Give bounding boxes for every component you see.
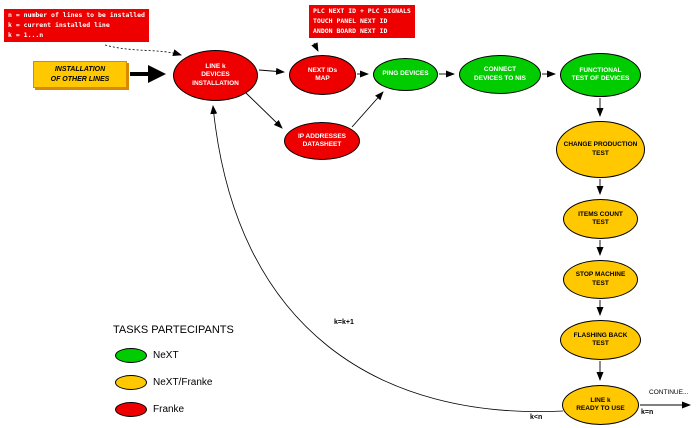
node-flashing-back-test: FLASHING BACK TEST [560,320,641,360]
edge-loop-back [210,105,564,413]
node-functional-test-of-devices: FUNCTIONAL TEST OF DEVICES [560,53,641,97]
edge-plcnote-to-map [311,42,319,52]
plc-ids-note: PLC NEXT ID + PLC SIGNALS TOUCH PANEL NE… [309,5,415,39]
legend-label-franke: Franke [153,404,185,415]
edge-ipdatasheet-to-ping [351,91,384,128]
legend-label-next-franke: NeXT/Franke [153,377,213,388]
node-ping-devices: PING DEVICES [373,58,438,91]
node-change-production-test: CHANGE PRODUCTION TEST [556,121,645,178]
installation-other-lines-box: INSTALLATION OF OTHER LINES [33,61,127,88]
label-k-less-than-n: k<n [530,414,543,421]
label-k-equals-n: k=n [641,409,654,416]
node-stop-machine-test: STOP MACHINE TEST [563,260,638,299]
node-connect-devices-to-nis: CONNECT DEVICES TO NIS [459,55,541,94]
legend-swatch-next [115,348,147,363]
node-line-k-ready-to-use: LINE k READY TO USE [562,385,639,425]
legend-label-next: NeXT [153,350,179,361]
edge-varsnote-to-install [104,44,182,57]
legend-swatch-franke [115,402,147,417]
node-next-ids-map: NEXT IDs MAP [289,55,356,95]
label-k-increment: k=k+1 [334,319,354,326]
variables-note: n = number of lines to be installed k = … [4,9,149,43]
edge-install-to-ipdatasheet [245,92,283,129]
edge-install-to-map [258,67,285,75]
node-ip-addresses-datasheet: IP ADDRESSES DATASHEET [284,122,360,160]
legend-swatch-next-franke [115,375,147,390]
node-line-k-devices-installation: LINE k DEVICES INSTALLATION [173,50,258,101]
label-continue: CONTINUE... [649,389,689,396]
node-items-count-test: ITEMS COUNT TEST [563,199,638,239]
legend-title: TASKS PARTECIPANTS [113,324,234,336]
